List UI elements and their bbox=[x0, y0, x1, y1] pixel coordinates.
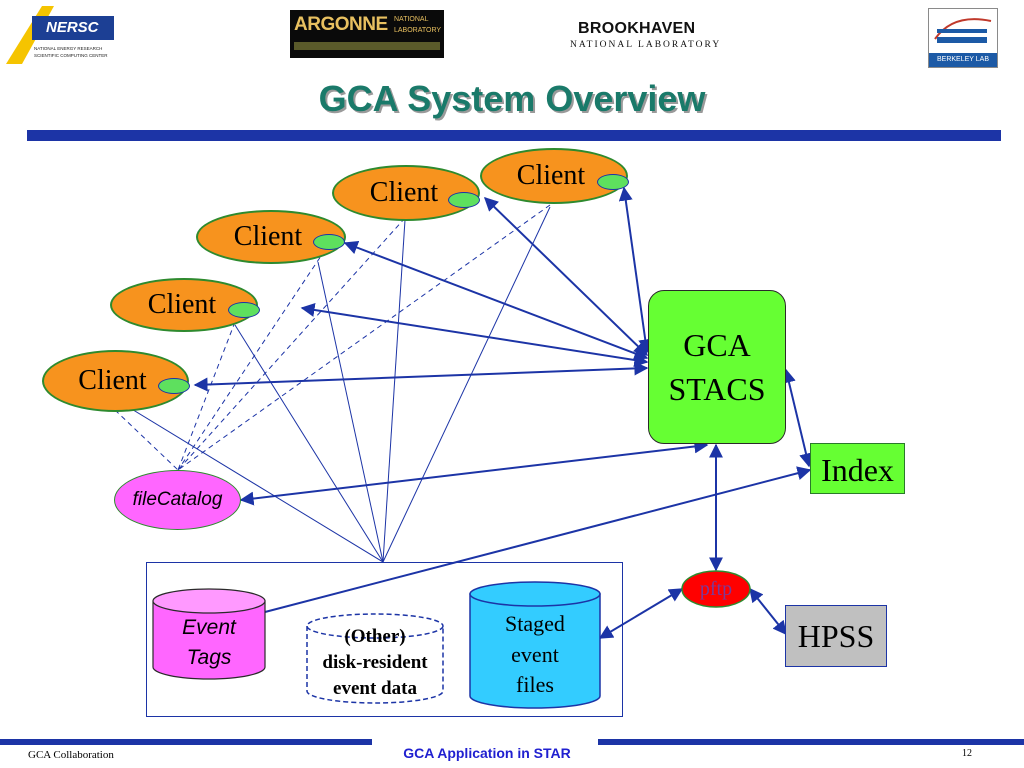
argonne-logo: ARGONNE NATIONAL LABORATORY bbox=[290, 10, 444, 58]
other-data-label-line2: disk-resident bbox=[322, 652, 428, 673]
nersc-logo-line1: NATIONAL ENERGY RESEARCH bbox=[34, 46, 103, 51]
client-port bbox=[158, 378, 190, 394]
client-node: Client bbox=[42, 350, 189, 412]
pftp-node bbox=[681, 570, 751, 608]
arrow-stacs-index bbox=[782, 368, 813, 468]
client-label: Client bbox=[369, 177, 439, 208]
index-box: Index bbox=[810, 443, 905, 494]
argonne-logo-stripe bbox=[294, 42, 440, 50]
file-catalog-node: fileCatalog bbox=[114, 470, 241, 530]
berkeley-lab-logo-name: BERKELEY LAB bbox=[929, 53, 997, 67]
staged-files-label-line2: event bbox=[511, 642, 559, 667]
arrow-pftp-staged bbox=[598, 588, 684, 639]
client-label: Client bbox=[233, 221, 303, 252]
berkeley-lab-logo-graphic bbox=[934, 18, 992, 43]
other-data-label-line1: (Other) bbox=[344, 626, 406, 647]
footer-collaboration: GCA Collaboration bbox=[28, 749, 114, 761]
client-label: Client bbox=[516, 160, 586, 191]
staged-files-label-line1: Staged bbox=[505, 611, 565, 636]
nersc-logo-name: NERSC bbox=[46, 19, 99, 36]
client-label: Client bbox=[78, 365, 147, 396]
footer-bar-right bbox=[598, 739, 1024, 745]
hpss-box: HPSS bbox=[785, 605, 887, 667]
berkeley-lab-logo: BERKELEY LAB bbox=[928, 8, 998, 68]
gca-stacs-box: GCA STACS bbox=[648, 290, 786, 444]
arrow-stacs-catalog bbox=[239, 439, 709, 506]
file-catalog-label: fileCatalog bbox=[132, 489, 223, 510]
event-tags-label-line1: Event bbox=[182, 616, 236, 639]
nersc-logo-graphic bbox=[6, 6, 114, 64]
event-tags-cylinder bbox=[152, 588, 266, 680]
brookhaven-logo-sub: NATIONAL LABORATORY bbox=[570, 40, 722, 50]
nersc-logo: NERSC NATIONAL ENERGY RESEARCH SCIENTIFI… bbox=[2, 2, 132, 66]
arrow-lines bbox=[193, 186, 813, 639]
page-number: 12 bbox=[962, 748, 972, 759]
client-port bbox=[228, 302, 260, 318]
staged-files-cylinder bbox=[469, 581, 601, 709]
argonne-logo-sub2: LABORATORY bbox=[394, 27, 442, 34]
footer-title: GCA Application in STAR bbox=[403, 745, 571, 761]
client-port bbox=[597, 174, 629, 190]
staged-files-label-line3: files bbox=[516, 672, 554, 697]
title-underline bbox=[27, 130, 1001, 141]
brookhaven-logo-name: BROOKHAVEN bbox=[578, 20, 696, 37]
brookhaven-logo: BROOKHAVEN NATIONAL LABORATORY bbox=[568, 18, 738, 58]
nersc-logo-line2: SCIENTIFIC COMPUTING CENTER bbox=[34, 53, 108, 58]
data-store-box bbox=[146, 562, 623, 717]
other-data-label-line3: event data bbox=[333, 678, 417, 699]
arrow-stacs-client5 bbox=[618, 186, 653, 354]
client-label: Client bbox=[147, 289, 217, 320]
footer-bar-left bbox=[0, 739, 372, 745]
event-tags-label-line2: Tags bbox=[186, 646, 232, 669]
index-label: Index bbox=[821, 452, 894, 488]
hpss-label: HPSS bbox=[797, 618, 875, 654]
gca-stacs-label-line2: STACS bbox=[668, 371, 766, 407]
client-port bbox=[313, 234, 345, 250]
slide-title: GCA System Overview bbox=[318, 78, 706, 119]
other-data-cylinder bbox=[306, 613, 444, 704]
argonne-logo-sub1: NATIONAL bbox=[394, 16, 429, 23]
arrow-pftp-hpss bbox=[749, 587, 787, 636]
client-port bbox=[448, 192, 480, 208]
arrow-tags-index bbox=[264, 466, 812, 613]
argonne-logo-name: ARGONNE bbox=[294, 14, 388, 35]
gca-stacs-label-line1: GCA bbox=[683, 327, 751, 363]
pftp-label: pftp bbox=[699, 578, 733, 600]
arrow-stacs-client1 bbox=[193, 361, 649, 392]
